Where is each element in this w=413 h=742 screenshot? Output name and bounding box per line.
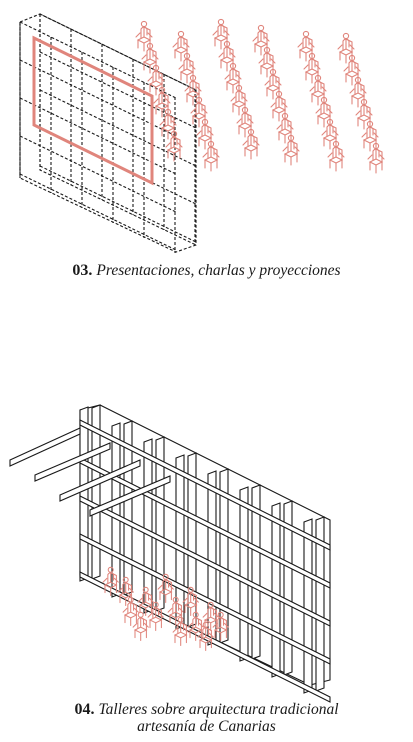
seated-figure: [202, 140, 220, 172]
seated-figure: [252, 24, 270, 56]
diagram-panel-presentations: [0, 0, 413, 300]
caption-number: 04.: [74, 701, 95, 718]
seated-figure: [117, 576, 134, 606]
seated-figure: [309, 74, 327, 106]
seated-figure: [276, 112, 294, 144]
seated-figure: [147, 64, 165, 96]
seated-figure: [153, 86, 171, 118]
seated-figure: [315, 96, 333, 128]
caption-number: 03.: [72, 262, 93, 279]
seated-figure: [132, 611, 149, 641]
seated-figure: [157, 573, 174, 603]
seated-figure: [167, 596, 184, 626]
caption-04: 04. Talleres sobre arquitectura tradicio…: [0, 701, 413, 735]
seated-figure: [264, 68, 282, 100]
seated-figure: [190, 96, 208, 128]
seated-figure: [178, 52, 196, 84]
timber-frame-structure: [9, 404, 331, 703]
seated-figure: [202, 601, 219, 631]
illustration-presentations: [19, 13, 385, 253]
seated-figure: [182, 586, 199, 616]
seated-figure: [297, 30, 315, 62]
seated-figure: [141, 42, 159, 74]
seated-figure: [303, 52, 321, 84]
dashed-frame-structure: [19, 13, 197, 253]
seated-figure: [187, 611, 204, 641]
diagram-panel-workshops: [0, 380, 413, 703]
seated-figure: [172, 616, 189, 646]
caption-text: Presentaciones, charlas y proyecciones: [96, 262, 341, 279]
seated-figure: [242, 128, 260, 160]
illustration-workshops: [9, 404, 331, 703]
seated-figure: [321, 118, 339, 150]
seated-figure: [184, 74, 202, 106]
seated-figure: [258, 46, 276, 78]
seated-figure: [349, 76, 367, 108]
seated-figure: [224, 62, 242, 94]
seated-figure: [172, 30, 190, 62]
seated-figure: [218, 40, 236, 72]
seated-figure: [196, 118, 214, 150]
seated-figure: [355, 98, 373, 130]
seated-figure: [361, 120, 379, 152]
projection-screen: [32, 35, 154, 186]
seated-figure: [212, 611, 229, 641]
seated-figure: [236, 106, 254, 138]
seated-figure: [147, 601, 164, 631]
caption-03: 03. Presentaciones, charlas y proyeccion…: [0, 262, 413, 280]
seated-figure: [367, 142, 385, 174]
seated-figure: [135, 20, 153, 52]
seated-figure: [102, 566, 119, 596]
seated-figure: [197, 621, 214, 651]
seated-figure: [230, 84, 248, 116]
seated-figure: [270, 90, 288, 122]
seated-figure: [343, 54, 361, 86]
caption-text: Talleres sobre arquitectura tradicional: [98, 701, 339, 718]
seated-figure: [165, 130, 183, 162]
seated-figure: [327, 140, 345, 172]
seated-figure: [282, 134, 300, 166]
seated-figure: [337, 32, 355, 64]
seated-figure: [122, 596, 139, 626]
seated-figure: [159, 108, 177, 140]
caption-text-line2: artesanía de Canarias: [137, 718, 276, 735]
seated-figure: [212, 18, 230, 50]
seated-figure: [137, 586, 154, 616]
